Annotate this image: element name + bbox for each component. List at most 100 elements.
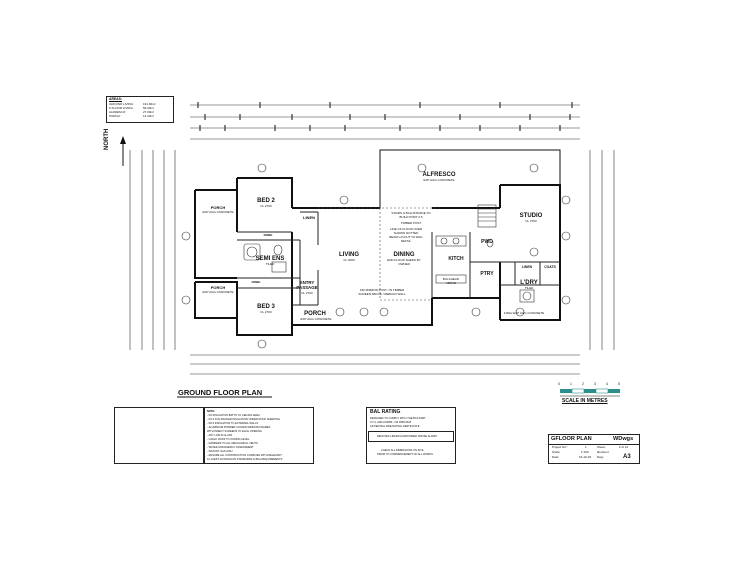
window-markers [181, 163, 571, 349]
scale-bar [560, 388, 620, 397]
room-living-label: LIVING [338, 252, 359, 258]
room-coats-label: COATS [544, 265, 556, 269]
areas-box: AREAS: GROUND LIVING: 191.00m² F FLOOR L… [106, 96, 174, 123]
areas-row-value: 56.30m² [143, 106, 155, 110]
room-studio-label: STUDIO [519, 213, 543, 219]
scale-label: SCALE IN METRES [562, 398, 608, 404]
scale-label-tb: Scale: [552, 450, 561, 454]
room-robe2-label: ROBE [251, 280, 261, 284]
room-linen-label: LINEN [303, 215, 315, 220]
external-walls [194, 149, 561, 336]
room-studio-sub: CL 2700 [525, 219, 537, 223]
areas-row-value: 14.30m² [143, 114, 155, 118]
room-porch-tl-sub: EXP AGG CONCRETE [202, 210, 234, 214]
notes-line: - ALUMINIUM POWDER COATED WINDOW FRAMES [207, 426, 271, 429]
bal-line: 3.7.4. AND AS3959 - NZ 3959:2018 [370, 421, 412, 424]
left-dimension-lines [129, 150, 176, 350]
date-value: 16-10-15 [579, 455, 592, 459]
areas-row-label: GROUND LIVING: [109, 102, 134, 106]
room-kitch-label: KITCH [448, 256, 464, 262]
room-porch-tl-label: PORCH [210, 205, 226, 210]
notes-line: WITH INSECT SCREENS TO EACH OPENING [207, 430, 262, 433]
room-linen2-label: LINEN [521, 265, 533, 269]
notes-line: - R4 INSULATION BATTS TO CEILING AREA [207, 414, 260, 417]
annotation-stair: STAIRS & BALUSTRADE TO BUILD PORT 2.5 [391, 211, 431, 219]
room-ldry-label: L'DRY [520, 280, 538, 286]
room-porch-front-sub: EXP AGG CONCRETE [300, 317, 332, 321]
bal-inner-frame [368, 431, 454, 442]
annotation-beam: BEAM LAYOUT TO ENG DETAIL [389, 235, 423, 243]
bal-rating-box: BAL RATING DESIGNED TO COMPLY WITH THE B… [366, 407, 456, 464]
areas-row-label: ALFRESCO: [109, 110, 127, 114]
check-dimensions-2: PRIOR TO COMMENCEMENT OF ALL WORKS [377, 453, 433, 456]
room-living-sub: CL 3000 [343, 258, 355, 262]
annotation-timber-post: TIMBER POST [400, 221, 422, 225]
notes-line: - DAMPERS TO ALL MECHANICAL VENTS [207, 442, 258, 445]
room-bed2-label: BED 2 [257, 198, 275, 204]
smoke-alarm-legend: DENOTES LINKED HARD WIRED SMOKE ALARM [377, 435, 437, 438]
scale-tick-label: 5 [618, 382, 620, 386]
scale-tick-label: 4 [606, 382, 608, 386]
revision-label: Revision: [597, 450, 610, 454]
stair-treads [477, 204, 497, 228]
room-bed3-label: BED 3 [257, 304, 275, 310]
room-ptry-label: PTRY [480, 271, 494, 277]
areas-heading: AREAS: [109, 97, 122, 101]
annotation-mirror: 150 MIRROR POST / W TIMBER SCREEN ABOVE … [358, 288, 406, 296]
notes-line: - R1.3 FOIL BACKED INSULATION UNDER ROOF… [207, 418, 281, 421]
dwg-label: Dwg: [597, 455, 604, 459]
room-pwd-label: PWD [481, 239, 493, 245]
room-porch-front-label: PORCH [304, 311, 326, 317]
areas-row-value: 27.00m² [143, 110, 155, 114]
north-label: NORTH [104, 128, 110, 150]
check-dimensions-1: CHECK ALL DIMENSIONS ON SITE [381, 449, 424, 452]
areas-row-label: F FLOOR LIVING: [109, 106, 134, 110]
room-robe1-label: ROBE [263, 233, 273, 237]
date-label: Date: [552, 455, 560, 459]
annotation-bulkhead: BULKHEAD ABOVE [442, 277, 460, 285]
blank-panel-left [114, 407, 204, 464]
dwg-value: A3 [623, 454, 631, 460]
notes-line: - R2.5 INSULATION TO EXTERNAL WALLS [207, 422, 259, 425]
top-dimension-lines [190, 102, 580, 140]
room-ldry-sub: TILED [524, 286, 534, 290]
project-label: Project No°: [552, 445, 569, 449]
scale-tick-label: 1 [570, 382, 572, 386]
room-dining-label: DINING [393, 252, 415, 258]
room-semiens-label: SEMI ENS [255, 256, 285, 262]
scale-tick-label: 0 [558, 382, 560, 386]
notes-line: - ANY LOW E GLASS [207, 434, 233, 437]
bal-line: AS PER BAL FIRE RATING CERTIFICATE [370, 425, 420, 428]
notes-line: - CAULK ROOF TO ZONING LEVEL [207, 438, 250, 441]
bal-heading: BAL RATING [370, 409, 401, 415]
scale-tick-label: 3 [594, 382, 596, 386]
areas-row-value: 191.00m² [143, 102, 156, 106]
annotation-floor-over: LINE OF FLOOR OVER SHOWN DOTTED [389, 227, 423, 235]
notes-line: - WATER AND ENERGY ASSESSMENT [207, 446, 254, 449]
room-entry-sub: CL 2700 [301, 291, 313, 295]
room-entry-label: ENTRY PASSAGE [296, 280, 318, 290]
room-porch-bl-sub: EXP AGG CONCRETE [202, 290, 234, 294]
room-semiens-sub: TILED [265, 262, 275, 266]
north-arrow-icon [120, 136, 126, 166]
room-alfresco-sub: EXP AGG CONCRETE [423, 178, 455, 182]
room-porch-bl-label: PORCH [210, 285, 226, 290]
notes-line: - ENSURE ALL CONSTRUCTION COMPLIES WITH … [207, 454, 282, 457]
room-dining-sub: END FLOOR SHEDS BY OWNER [387, 258, 421, 266]
notes-line: & LATEST AUSTRALIAN STANDARDS & BCA REQU… [207, 458, 283, 461]
fixtures [243, 235, 535, 303]
notes-heading: NOTE: [207, 410, 216, 413]
notes-box: NOTE: - R4 INSULATION BATTS TO CEILING A… [204, 407, 314, 464]
bottom-dimension-lines [190, 354, 580, 375]
drawing-title: GROUND FLOOR PLAN [178, 388, 263, 397]
room-porch-right-label: 1160w EXP AGG CONCRETE [503, 311, 545, 315]
scale-tick-label: 2 [582, 382, 584, 386]
sheet-value: 2 of 12 [619, 445, 629, 449]
internal-walls [237, 211, 560, 306]
room-bed3-sub: CL 2700 [260, 310, 272, 314]
room-alfresco-label: ALFRESCO [422, 172, 456, 178]
scale-value-tb: 1:100 [581, 450, 589, 454]
sheet-label: Sheet: [597, 445, 606, 449]
project-value: 1 [585, 445, 587, 449]
